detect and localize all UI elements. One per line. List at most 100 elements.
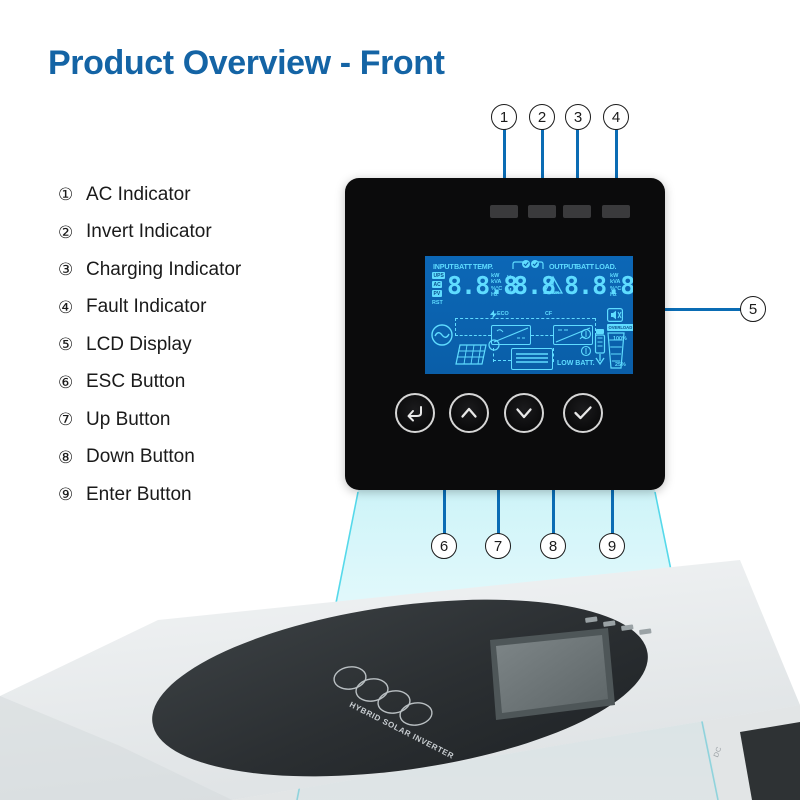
lcd-digits-input: 8.8.8 bbox=[447, 271, 518, 300]
unit-hz-left: Hz bbox=[491, 292, 498, 299]
legend-item-esc-button: ⑥ ESC Button bbox=[58, 364, 358, 402]
legend-label: LCD Display bbox=[86, 333, 192, 355]
leader-line-3 bbox=[576, 128, 579, 208]
legend-label: Down Button bbox=[86, 446, 195, 468]
legend-item-fault-indicator: ④ Fault Indicator bbox=[58, 289, 358, 327]
legend-label: Enter Button bbox=[86, 483, 192, 505]
enter-button[interactable] bbox=[563, 393, 603, 433]
up-button[interactable] bbox=[449, 393, 489, 433]
legend-item-down-button: ⑧ Down Button bbox=[58, 439, 358, 477]
unit-kw-left: kW bbox=[491, 273, 500, 279]
callout-7: 7 bbox=[485, 533, 511, 559]
legend-number: ⑤ bbox=[58, 335, 74, 355]
lcd-flow-mid bbox=[531, 335, 553, 336]
product-photo bbox=[0, 560, 800, 800]
callout-1: 1 bbox=[491, 104, 517, 130]
lcd-unit-minute: M bbox=[507, 288, 512, 294]
down-button[interactable] bbox=[504, 393, 544, 433]
lcd-solar-panel-icon bbox=[455, 344, 487, 365]
lcd-flow-left-down bbox=[455, 318, 456, 336]
invert-indicator-led bbox=[528, 205, 556, 218]
legend-item-lcd-display: ⑤ LCD Display bbox=[58, 326, 358, 364]
lcd-heading-temp: TEMP. bbox=[473, 262, 494, 271]
callout-2: 2 bbox=[529, 104, 555, 130]
legend-number: ① bbox=[58, 185, 74, 205]
lcd-units-right: kW kVA %°C Hz bbox=[610, 273, 621, 299]
lcd-heading-output: OUTPUT bbox=[549, 262, 578, 271]
lcd-unit-hour: H bbox=[507, 275, 511, 281]
legend-label: Charging Indicator bbox=[86, 258, 242, 280]
lcd-battery-bars bbox=[516, 353, 548, 363]
legend-number: ⑧ bbox=[58, 447, 74, 467]
legend-item-enter-button: ⑨ Enter Button bbox=[58, 476, 358, 514]
lcd-flow-batt-up bbox=[553, 348, 554, 362]
legend-item-charging-indicator: ③ Charging Indicator bbox=[58, 251, 358, 289]
lcd-heading-load: LOAD. bbox=[595, 262, 617, 271]
legend-label: AC Indicator bbox=[86, 183, 191, 205]
lcd-battery-25-label: 25% bbox=[615, 362, 626, 368]
unit-pct-c-left: %°C bbox=[491, 285, 503, 292]
lcd-overload-label: OVERLOAD bbox=[607, 324, 633, 331]
lcd-error-icon bbox=[543, 275, 563, 294]
unit-kva-right: kVA bbox=[610, 279, 621, 286]
lcd-battery-icon bbox=[511, 348, 553, 370]
unit-pct-c-right: %°C bbox=[610, 285, 622, 292]
fault-indicator-led bbox=[602, 205, 630, 218]
lcd-mode-pv: PV bbox=[432, 290, 442, 297]
legend-label: Invert Indicator bbox=[86, 221, 212, 243]
unit-hz-right: Hz bbox=[610, 292, 617, 299]
lcd-solar-node-icon bbox=[488, 339, 500, 351]
lcd-eco-bolt-icon bbox=[490, 310, 497, 319]
lcd-digits-output: 8.8.8 bbox=[564, 271, 633, 300]
legend-number: ② bbox=[58, 222, 74, 242]
chevron-down-icon bbox=[516, 408, 532, 419]
leader-line-2 bbox=[541, 128, 544, 208]
chevron-up-icon bbox=[461, 407, 477, 418]
legend-label: ESC Button bbox=[86, 371, 186, 393]
lcd-eco-label: ECO bbox=[497, 311, 509, 317]
lcd-converter-block-2 bbox=[553, 325, 593, 345]
lcd-flow-pv-in bbox=[493, 360, 511, 361]
lcd-flow-right-down bbox=[595, 318, 596, 336]
legend-number: ③ bbox=[58, 260, 74, 280]
legend-number: ⑦ bbox=[58, 410, 74, 430]
lcd-heading-batt-left: BATT bbox=[454, 262, 472, 271]
legend-item-up-button: ⑦ Up Button bbox=[58, 401, 358, 439]
esc-button[interactable] bbox=[395, 393, 435, 433]
lcd-load-lamp-icon bbox=[594, 329, 606, 366]
lcd-low-batt-label: LOW BATT. bbox=[557, 360, 595, 367]
unit-kva-left: kVA bbox=[491, 279, 502, 286]
lcd-flow-top bbox=[455, 318, 595, 319]
legend-number: ⑥ bbox=[58, 372, 74, 392]
legend-label: Up Button bbox=[86, 408, 171, 430]
return-arrow-icon bbox=[407, 406, 422, 422]
lcd-heading-input: INPUT bbox=[433, 262, 454, 271]
lcd-mode-ups: UPS bbox=[432, 272, 446, 279]
lcd-mode-ac: AC bbox=[432, 281, 443, 288]
lcd-error-label: ERROR bbox=[544, 290, 560, 295]
lcd-converter-block-1 bbox=[491, 325, 531, 345]
legend-item-invert-indicator: ② Invert Indicator bbox=[58, 214, 358, 252]
lcd-battery-100-label: 100% bbox=[613, 336, 627, 342]
lcd-mute-icon bbox=[607, 308, 623, 322]
page-title: Product Overview - Front bbox=[48, 44, 445, 82]
lcd-phase-label: RST bbox=[432, 300, 443, 306]
lcd-flow-pv-up bbox=[493, 348, 494, 362]
lcd-ac-source-icon bbox=[431, 324, 453, 346]
lcd-heading-batt-right: BATT bbox=[576, 262, 594, 271]
unit-kw-right: kW bbox=[610, 273, 619, 279]
leader-line-5 bbox=[625, 308, 743, 311]
callout-6: 6 bbox=[431, 533, 457, 559]
lcd-output-node-icons bbox=[580, 328, 592, 357]
legend-label: Fault Indicator bbox=[86, 296, 207, 318]
lcd-check-icons bbox=[512, 260, 544, 269]
legend-number: ⑨ bbox=[58, 485, 74, 505]
callout-4: 4 bbox=[603, 104, 629, 130]
lcd-converter-1-glyph bbox=[493, 327, 529, 343]
legend-item-ac-indicator: ① AC Indicator bbox=[58, 176, 358, 214]
callout-3: 3 bbox=[565, 104, 591, 130]
front-panel: INPUT BATT TEMP. OUTPUT BATT LOAD. UPS A… bbox=[345, 178, 665, 490]
lcd-digits-timer: 8.8 bbox=[513, 271, 556, 300]
charging-indicator-led bbox=[563, 205, 591, 218]
